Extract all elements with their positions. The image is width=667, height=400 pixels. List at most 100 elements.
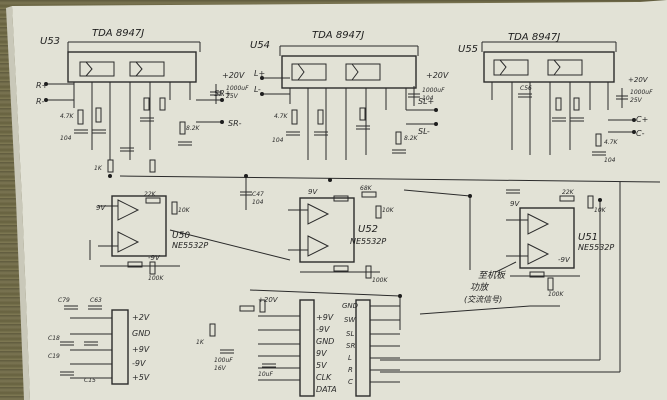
supply-20v-left: +20V — [222, 71, 245, 80]
bus-cap-104: 104 — [252, 199, 264, 206]
r-47k-right: 4.7K — [604, 139, 619, 146]
main-conn-right-pin-3: SL — [346, 330, 354, 338]
u51-r-100k: 100K — [548, 291, 564, 298]
u51-part-label: NE5532P — [578, 243, 614, 252]
supply-20v-center: +20V — [426, 71, 449, 80]
u55-part-label: TDA 8947J — [508, 32, 560, 43]
main-conn-right-pin-5: L — [348, 354, 352, 362]
u54-part-label: TDA 8947J — [312, 30, 364, 41]
note-line-1: 至机板 — [478, 270, 507, 281]
note-line-3: (交流信号) — [464, 295, 502, 304]
opamp-u51 — [506, 189, 594, 291]
u52-r-10k: 10K — [382, 207, 395, 214]
u53-part-label: TDA 8947J — [92, 28, 144, 39]
u50-r-100k: 100K — [148, 275, 164, 282]
left-conn-pin-5: +5V — [132, 373, 150, 382]
amp-ic-u54 — [279, 45, 419, 160]
main-conn-right-pin-7: C — [348, 378, 353, 386]
output-terminals-left — [44, 82, 224, 124]
left-conn-cap-c18: C18 — [48, 335, 60, 342]
main-conn-right-pin-1: GND — [342, 302, 359, 310]
main-conn-left-pin-1: +9V — [316, 313, 334, 322]
main-conn-cap-10u: 10uF — [258, 371, 273, 378]
note-line-2: 功放 — [470, 282, 490, 293]
cap-25v-right: 25V — [630, 97, 643, 104]
main-conn-right-pin-2: SW — [344, 316, 356, 324]
opamp-u50 — [98, 195, 180, 275]
main-conn-right-pin-6: R — [348, 366, 353, 374]
u52-r-68k: 68K — [360, 185, 373, 192]
note-arrow — [495, 261, 517, 273]
u52-9v-label: 9V — [308, 188, 318, 196]
u50-r-22k: 22K — [144, 191, 157, 198]
terminal-l-plus: L+ — [254, 69, 265, 78]
u50-r-10k: 10K — [178, 207, 191, 214]
terminal-sr-minus: SR- — [228, 119, 242, 128]
main-conn-right-pin-4: SR — [346, 342, 355, 350]
cap-1000u-center: 1000uF — [422, 87, 445, 94]
cap-104-right: 104 — [604, 157, 616, 164]
amp-ic-u53 — [67, 41, 201, 160]
terminal-c-plus: C+ — [636, 115, 648, 124]
r-82k-left: 8.2K — [186, 125, 201, 132]
r-82k-center: 8.2K — [404, 135, 419, 142]
main-conn-cap-16v: 16V — [214, 365, 227, 372]
main-connector — [209, 299, 400, 397]
left-conn-cap-c19: C19 — [48, 353, 60, 360]
left-conn-pin-1: +2V — [132, 313, 150, 322]
main-conn-20v-label: +20V — [258, 296, 279, 304]
u53-ref-label: U53 — [40, 36, 60, 47]
left-conn-cap-c79: C79 — [58, 297, 70, 304]
cap-104-center: 104 — [422, 95, 434, 102]
bus-wires — [89, 175, 661, 373]
paper-sheet — [12, 0, 667, 400]
junction-dots — [108, 174, 602, 298]
supply-caps — [210, 84, 628, 108]
main-conn-left-pin-4: 9V — [316, 349, 327, 358]
supply-20v-right: +20V — [628, 76, 649, 84]
main-conn-left-pin-2: -9V — [316, 325, 330, 334]
opamp-u52 — [288, 191, 382, 279]
main-conn-left-pin-3: GND — [316, 337, 334, 346]
u50-ref-label: U50 — [172, 231, 190, 241]
left-conn-cap-c63: C63 — [90, 297, 102, 304]
r-47k-left: 4.7K — [60, 113, 75, 120]
u51-9v-label: 9V — [510, 200, 520, 208]
u52-part-label: NE5532P — [350, 237, 386, 246]
passives-left — [74, 97, 192, 173]
u51-r-10k: 10K — [594, 207, 607, 214]
main-conn-cap-100u: 100uF — [214, 357, 233, 364]
u55-ref-label: U55 — [458, 44, 478, 55]
terminal-sr-plus: SR+ — [214, 89, 231, 98]
main-conn-r-1k: 1K — [196, 339, 205, 346]
cap-25v-left: 25V — [226, 93, 239, 100]
bus-cap-c47: C47 — [252, 191, 264, 198]
left-conn-cap-c15: C15 — [84, 377, 96, 384]
passives-right — [518, 93, 606, 156]
output-terminals-center — [260, 76, 438, 126]
u51-r-22k: 22K — [562, 189, 575, 196]
r-1k-left: 1K — [94, 165, 103, 172]
r-47k-center: 4.7K — [274, 113, 289, 120]
left-conn-pin-4: -9V — [132, 359, 146, 368]
main-conn-left-pin-7: DATA — [316, 385, 337, 394]
u51-neg9v-label: -9V — [558, 256, 571, 264]
terminal-sl-plus: SL+ — [418, 97, 434, 106]
passives-center — [286, 107, 406, 154]
output-terminals-right — [608, 118, 636, 134]
u52-ref-label: U52 — [358, 224, 378, 235]
left-conn-pin-3: +9V — [132, 345, 150, 354]
cap-1000u-right: 1000uF — [630, 89, 653, 96]
main-conn-left-pin-6: CLK — [316, 373, 332, 382]
terminal-sl-minus: SL- — [418, 127, 430, 136]
terminal-c-minus: C- — [636, 129, 645, 138]
terminal-l-minus: L- — [254, 85, 261, 94]
cap-104-left: 104 — [60, 135, 72, 142]
cap-104-center-b: 104 — [272, 137, 284, 144]
paper-shadow-edge — [6, 6, 30, 400]
cap-1000u-left: 1000uF — [226, 85, 249, 92]
u50-part-label: NE5532P — [172, 241, 208, 250]
u50-neg9v-label: -9V — [148, 254, 161, 262]
